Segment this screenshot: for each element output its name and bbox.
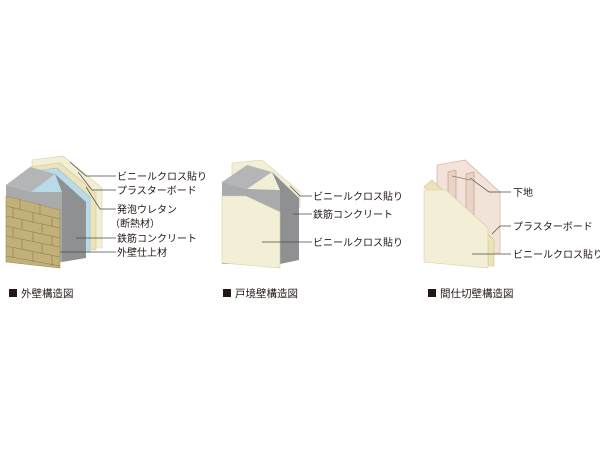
exterior-caption-marker	[9, 289, 17, 297]
boundary-label-vinyl-cloth-back: ビニールクロス貼り	[313, 190, 403, 203]
boundary-label-concrete: 鉄筋コンクリート	[313, 208, 393, 221]
boundary-label-vinyl-cloth-front: ビニールクロス貼り	[313, 236, 403, 249]
partition-caption-marker	[428, 289, 436, 297]
partition-label-plaster-board: プラスターボード	[513, 221, 593, 233]
boundary-caption: 戸境壁構造図	[235, 287, 298, 300]
exterior-label-vinyl-cloth: ビニールクロス貼り	[117, 170, 207, 183]
partition-wall-diagram: 下地 プラスターボード ビニールクロス貼り 間仕切壁構造図	[423, 159, 600, 300]
exterior-wall-diagram: ビニールクロス貼り プラスターボード 発泡ウレタン （断熱材） 鉄筋コンクリート…	[5, 155, 207, 300]
exterior-label-plaster-board: プラスターボード	[117, 185, 197, 197]
exterior-label-concrete: 鉄筋コンクリート	[117, 232, 197, 245]
exterior-label-insulation: （断熱材）	[110, 217, 160, 230]
exterior-brick-finish	[5, 195, 61, 269]
exterior-label-finish: 外壁仕上材	[117, 246, 167, 259]
exterior-caption: 外壁構造図	[21, 287, 74, 300]
partition-label-vinyl-cloth: ビニールクロス貼り	[513, 248, 600, 261]
partition-caption: 間仕切壁構造図	[440, 287, 514, 300]
partition-front-cloth	[423, 189, 489, 269]
boundary-wall-diagram: ビニールクロス貼り 鉄筋コンクリート ビニールクロス貼り 戸境壁構造図	[221, 159, 403, 300]
exterior-concrete-top	[6, 167, 55, 192]
partition-label-base: 下地	[513, 186, 533, 199]
boundary-concrete-side	[272, 172, 299, 264]
boundary-caption-marker	[223, 289, 231, 297]
boundary-concrete-top	[222, 165, 272, 189]
boundary-front-cloth	[221, 195, 281, 269]
exterior-label-urethane: 発泡ウレタン	[117, 203, 177, 216]
exterior-concrete-side	[55, 174, 86, 262]
